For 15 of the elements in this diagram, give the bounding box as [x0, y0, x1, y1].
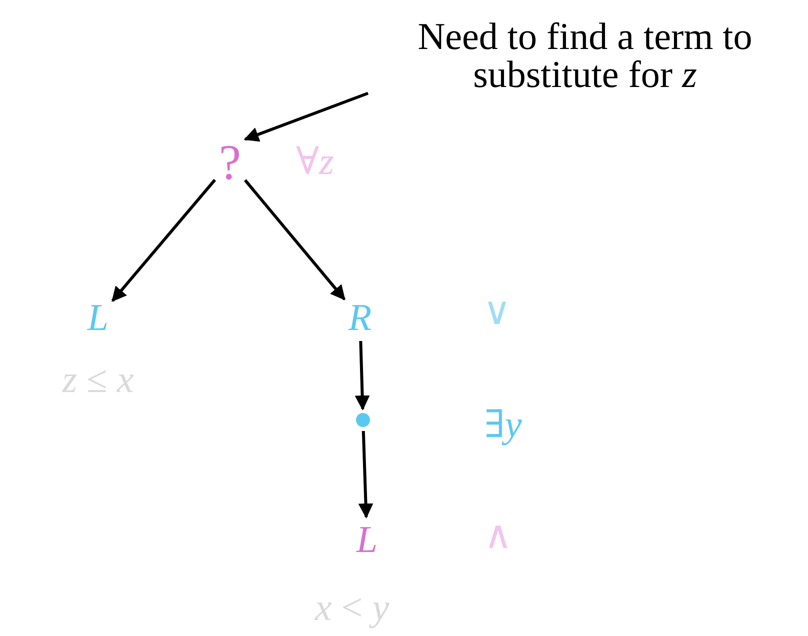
node-label: L: [87, 299, 109, 337]
formula-text: ∧: [484, 517, 512, 555]
arrow: [111, 178, 216, 302]
formula-text: ∃y: [484, 406, 522, 444]
arrow: [244, 179, 346, 300]
dot: [356, 413, 370, 427]
formula-text: ∨: [483, 293, 511, 331]
arrow: [358, 430, 374, 518]
formula-text: ∀z: [296, 143, 334, 181]
node-label: L: [356, 521, 378, 559]
arrow: [354, 340, 370, 410]
node-label: R: [348, 299, 372, 337]
arrow: [244, 92, 369, 142]
node-symbol: ?: [218, 137, 242, 187]
note-text: Need to find a term to substitute for z: [370, 18, 800, 94]
